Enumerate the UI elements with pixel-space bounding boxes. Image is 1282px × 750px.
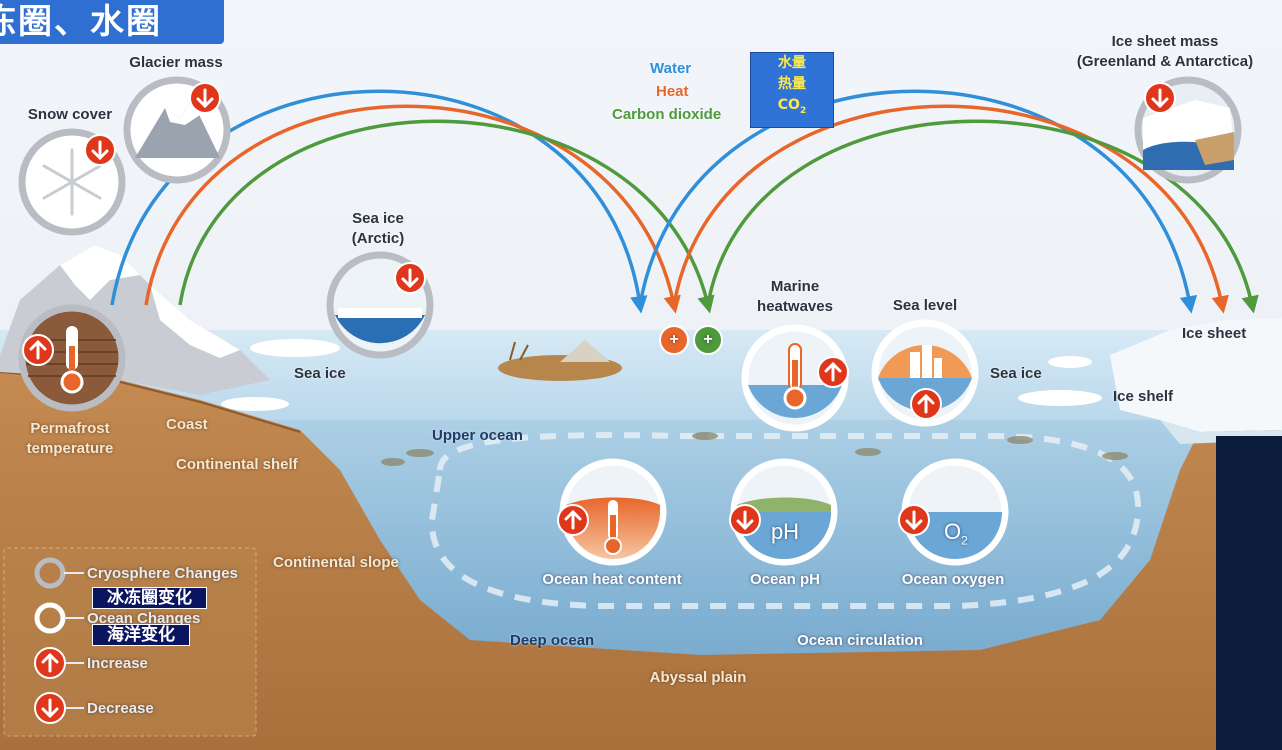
- flux-cn-box: 水量 热量 CO2: [750, 52, 834, 128]
- snow-cover-decrease-icon: [84, 134, 116, 166]
- ice-sheet-shape: [1110, 318, 1282, 432]
- sea-ice-floe-4: [1018, 390, 1102, 406]
- ocean-oxygen-decrease-icon: [898, 504, 930, 536]
- legend-ocean-icon: [34, 602, 66, 634]
- fish: [1102, 452, 1128, 460]
- heat-plus-badge: [659, 325, 689, 355]
- label-ocean-oxygen: Ocean oxygen: [901, 571, 1005, 588]
- legend-decrease-icon: [34, 692, 66, 724]
- island-trees: [509, 341, 529, 361]
- mountain-snow-2: [150, 285, 240, 358]
- legend-decrease-label: Decrease: [87, 700, 154, 717]
- ocean-ph-decrease-icon: [729, 504, 761, 536]
- ocean-heat-content-increase-icon: [557, 504, 589, 536]
- label-upper-ocean: Upper ocean: [432, 427, 523, 444]
- permafrost-temperature-icon: [18, 304, 126, 412]
- label-ocean-ph: Ocean pH: [749, 571, 821, 588]
- fish: [381, 458, 405, 466]
- label-permafrost-1: Permafrost: [30, 420, 110, 437]
- flux-cn-co2: CO2: [777, 97, 807, 116]
- title-banner: 冻圈、水圈: [0, 0, 224, 44]
- heat-plus-sign: +: [669, 331, 679, 348]
- legend-ocean-label: Ocean Changes: [87, 610, 201, 627]
- ocean-heat-content-icon: [559, 458, 667, 566]
- label-ice-sheet-mass-2: (Greenland & Antarctica): [1076, 53, 1254, 70]
- sea-level-icon: [871, 319, 979, 427]
- ocean-circulation-loop: [428, 432, 1142, 609]
- cropped-side-panel: [1216, 436, 1282, 750]
- legend-carbon: Carbon dioxide: [612, 106, 722, 123]
- glacier-mass-decrease-icon: [189, 82, 221, 114]
- label-coast: Coast: [166, 416, 208, 433]
- legend-water: Water: [650, 60, 692, 77]
- mountain-snow: [60, 245, 140, 300]
- label-abyssal-plain: Abyssal plain: [649, 669, 747, 686]
- label-sea-ice-right: Sea ice: [990, 365, 1042, 382]
- legend-cryosphere-label: Cryosphere Changes: [87, 565, 238, 582]
- page-title: 冻圈、水圈: [0, 2, 162, 42]
- label-marine-heatwaves-2: heatwaves: [757, 298, 833, 315]
- label-sea-ice-arctic-2: (Arctic): [351, 230, 405, 247]
- label-ocean-heat-content: Ocean heat content: [542, 571, 682, 588]
- ice-sheet-mass-decrease-icon: [1144, 82, 1176, 114]
- label-ice-sheet-mass-1: Ice sheet mass: [1111, 33, 1219, 50]
- heat-flux-arc-left: [144, 104, 681, 314]
- label-ice-shelf: Ice shelf: [1113, 388, 1174, 405]
- island-tent: [560, 340, 610, 362]
- label-deep-ocean: Deep ocean: [510, 632, 595, 649]
- label-sea-ice-left: Sea ice: [294, 365, 346, 382]
- label-continental-shelf: Continental shelf: [176, 456, 298, 473]
- legend-cryosphere-cn: 冰冻圈变化: [92, 587, 207, 609]
- flux-cn-heat: 热量: [778, 76, 806, 92]
- label-continental-slope: Continental slope: [273, 554, 399, 571]
- carbon-flux-arc-left: [178, 119, 715, 314]
- water-flux-arc-right: [638, 89, 1198, 314]
- sea-ice-floe-2: [221, 397, 289, 411]
- carbon-plus-badge: [693, 325, 723, 355]
- permafrost-increase-icon: [22, 334, 54, 366]
- legend-cryosphere-icon: [34, 557, 66, 589]
- o2-symbol: O2: [944, 519, 968, 548]
- carbon-plus-sign: +: [703, 331, 713, 348]
- sea-level-increase-icon: [910, 388, 942, 420]
- fish: [1007, 436, 1033, 444]
- fish: [855, 448, 881, 456]
- sea-ice-arctic-decrease-icon: [394, 262, 426, 294]
- marine-heatwaves-increase-icon: [817, 356, 849, 388]
- label-glacier-mass: Glacier mass: [129, 54, 223, 71]
- label-permafrost-2: temperature: [26, 440, 114, 457]
- water-flux-arc-left: [110, 89, 648, 314]
- sea-ice-floe: [250, 339, 340, 357]
- fish: [692, 432, 718, 440]
- label-sea-ice-arctic-1: Sea ice: [352, 210, 404, 227]
- fish: [406, 449, 434, 457]
- heat-flux-arc-right: [672, 104, 1229, 314]
- legend-ocean-cn: 海洋变化: [92, 624, 190, 646]
- seafloor: [0, 370, 1282, 750]
- label-marine-heatwaves-1: Marine: [770, 278, 820, 295]
- label-ocean-circulation: Ocean circulation: [797, 632, 923, 649]
- ph-symbol: pH: [770, 519, 800, 544]
- legend-increase-label: Increase: [87, 655, 148, 672]
- label-ice-sheet: Ice sheet: [1182, 325, 1247, 342]
- sea-ice-floe-3: [1048, 356, 1092, 368]
- legend-increase-icon: [34, 647, 66, 679]
- legend-heat: Heat: [656, 83, 689, 100]
- marine-heatwaves-icon: [741, 324, 849, 432]
- carbon-flux-arc-right: [706, 119, 1259, 314]
- ocean-oxygen-icon: [901, 458, 1009, 566]
- label-sea-level: Sea level: [892, 297, 958, 314]
- label-snow-cover: Snow cover: [27, 106, 113, 123]
- flux-cn-water: 水量: [778, 55, 806, 71]
